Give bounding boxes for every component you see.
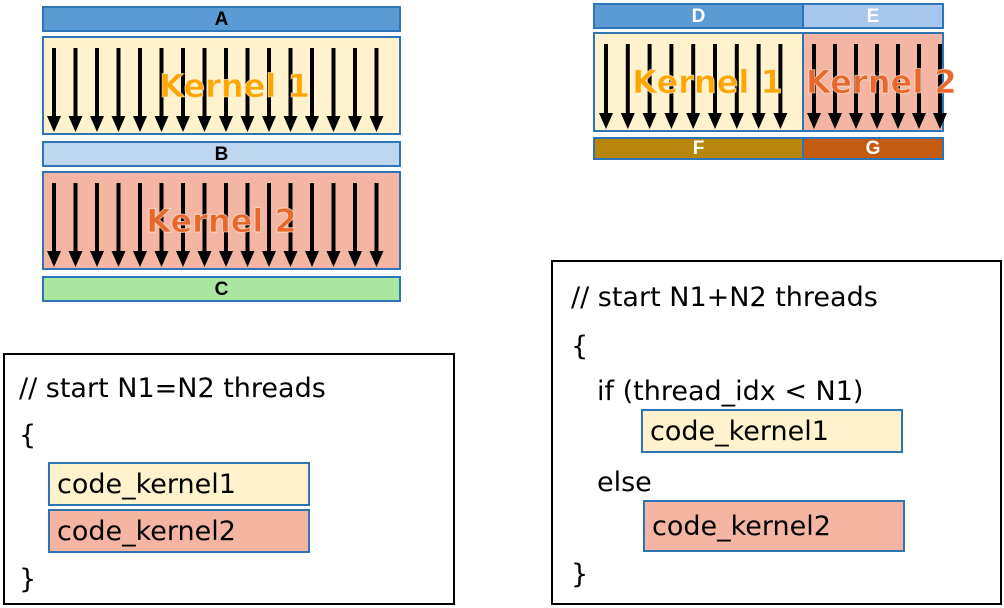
thread-arrow-head — [849, 113, 863, 129]
left-kernel2-label: Kernel 2 — [146, 201, 298, 240]
thread-arrow-head — [68, 251, 83, 267]
bar-e-label: E — [866, 5, 880, 27]
left-code-kernel1: code_kernel1 — [48, 462, 310, 506]
left-code-open-brace: { — [19, 420, 37, 451]
right-code-else-line: else — [597, 467, 652, 498]
thread-arrow-head — [305, 251, 319, 267]
bar-a: A — [42, 6, 401, 32]
thread-arrow-head — [111, 251, 126, 267]
right-code-comment: // start N1+N2 threads — [571, 282, 878, 313]
right-code-close-brace: } — [571, 559, 589, 590]
thread-arrow-head — [326, 251, 341, 267]
thread-arrow-head — [348, 116, 362, 132]
thread-arrow-head — [240, 116, 255, 132]
right-kernel1-box: Kernel 1 — [593, 32, 804, 132]
thread-arrow-head — [262, 251, 276, 267]
thread-arrow-head — [305, 116, 319, 132]
right-kernel2-label: Kernel 2 — [806, 63, 958, 102]
left-kernel2-box: Kernel 2 — [42, 171, 401, 270]
left-kernel2-arrows — [47, 183, 384, 267]
thread-arrow-head — [807, 113, 821, 129]
right-kernel2-arrows — [807, 44, 947, 129]
thread-arrow-head — [133, 251, 147, 267]
thread-arrow-head — [219, 251, 233, 267]
thread-arrow-head — [154, 251, 169, 267]
bar-a-label: A — [214, 8, 229, 30]
bar-f-label: F — [692, 138, 705, 159]
thread-arrow-head — [240, 251, 255, 267]
thread-arrow-head — [870, 113, 884, 129]
thread-arrow-head — [68, 116, 83, 132]
thread-arrow-head — [133, 116, 147, 132]
bar-c: C — [42, 276, 401, 302]
bar-d-label: D — [691, 5, 706, 27]
bar-f: F — [593, 137, 804, 160]
bar-g-label: G — [865, 138, 881, 159]
bar-d: D — [593, 3, 804, 29]
thread-arrow-head — [828, 113, 842, 129]
left-code-comment: // start N1=N2 threads — [19, 373, 326, 404]
right-code-if-line: if (thread_idx < N1) — [597, 376, 864, 407]
thread-arrow-head — [708, 113, 722, 129]
right-kernel2-box: Kernel 2 — [802, 32, 958, 132]
right-kernel1-label: Kernel 1 — [632, 63, 784, 102]
thread-arrow-head — [773, 113, 788, 129]
thread-arrow-head — [111, 116, 126, 132]
left-code-close-brace: } — [19, 564, 37, 595]
thread-arrow-head — [176, 251, 190, 267]
thread-arrow-head — [90, 251, 104, 267]
thread-arrow-head — [176, 116, 190, 132]
bar-b: B — [42, 141, 401, 167]
thread-arrow-head — [47, 116, 61, 132]
thread-arrow-head — [933, 113, 947, 129]
thread-arrow-head — [154, 116, 169, 132]
bar-e: E — [802, 3, 944, 29]
thread-arrow-head — [47, 251, 61, 267]
right-code-panel: // start N1+N2 threads { if (thread_idx … — [551, 260, 1002, 605]
left-kernel1-label: Kernel 1 — [159, 66, 311, 105]
right-code-kernel2: code_kernel2 — [643, 500, 905, 552]
thread-arrow-head — [642, 113, 657, 129]
thread-arrow-head — [664, 113, 679, 129]
thread-arrow-head — [219, 116, 233, 132]
thread-arrow-head — [686, 113, 701, 129]
thread-arrow-head — [751, 113, 766, 129]
thread-arrow-head — [912, 113, 926, 129]
right-code-open-brace: { — [571, 331, 589, 362]
thread-arrow-head — [197, 116, 212, 132]
bar-g: G — [802, 137, 944, 160]
thread-arrow-head — [369, 251, 384, 267]
right-kernel1-arrows — [599, 44, 788, 129]
thread-arrow-head — [90, 116, 104, 132]
thread-arrow-head — [369, 116, 384, 132]
left-code-panel: // start N1=N2 threads { code_kernel1 co… — [3, 353, 455, 605]
thread-arrow-head — [197, 251, 212, 267]
left-code-kernel2: code_kernel2 — [48, 509, 310, 553]
thread-arrow-head — [262, 116, 276, 132]
thread-arrow-head — [599, 113, 613, 129]
bar-b-label: B — [214, 143, 229, 165]
bar-c-label: C — [214, 278, 229, 300]
thread-arrow-head — [620, 113, 635, 129]
thread-arrow-head — [283, 116, 298, 132]
thread-arrow-head — [348, 251, 362, 267]
left-kernel1-box: Kernel 1 — [42, 36, 401, 135]
thread-arrow-head — [283, 251, 298, 267]
right-code-kernel1: code_kernel1 — [641, 409, 903, 453]
thread-arrow-head — [891, 113, 905, 129]
left-kernel1-arrows — [47, 48, 384, 132]
thread-arrow-head — [729, 113, 744, 129]
thread-arrow-head — [326, 116, 341, 132]
